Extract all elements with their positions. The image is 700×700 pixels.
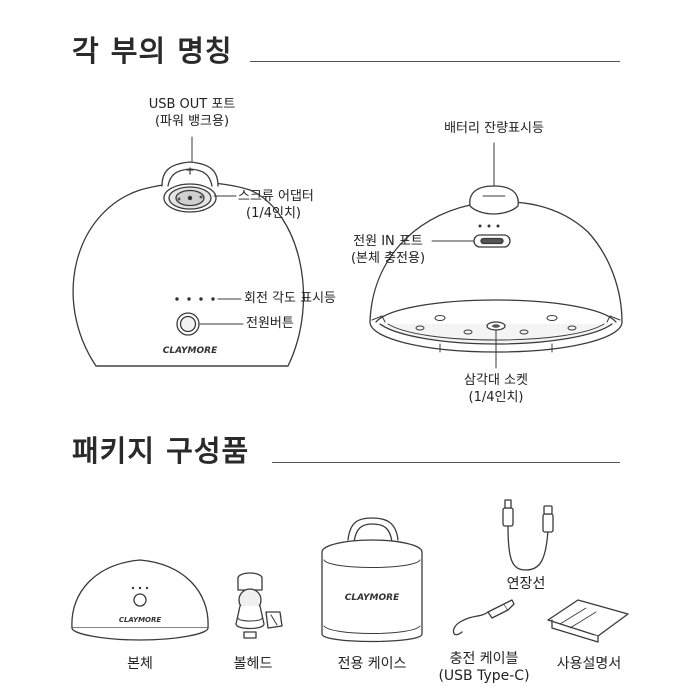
power-button-label: 전원버튼: [246, 316, 294, 331]
screw-adapter-label: 스크류 어댑터(1/4인치): [238, 189, 314, 221]
rotation-indicator-dots: [175, 297, 215, 301]
package-item-ballhead: 볼헤드: [233, 656, 273, 672]
usb-out-port-icon: [161, 161, 219, 187]
power-in-label: 전원 IN 포트(본체 충전용): [350, 234, 426, 266]
screw-adapter-icon: [163, 183, 217, 213]
package-section-title: 패키지 구성품: [72, 434, 250, 468]
tripod-socket-label: 삼각대 소켓(1/4인치): [464, 373, 528, 405]
parts-section-title: 각 부의 명칭: [72, 34, 233, 68]
package-item-extension-cable: 연장선: [506, 576, 546, 592]
tripod-socket-icon: [486, 321, 506, 331]
battery-indicator-icon: [469, 185, 519, 215]
brand-logo-case: CLAYMORE: [345, 593, 400, 603]
package-manual-illustration: [547, 599, 629, 643]
package-item-case: 전용 케이스: [337, 656, 407, 672]
package-item-charging-cable: 충전 케이블(USB Type-C): [438, 651, 530, 684]
rotation-indicator-label: 회전 각도 표시등: [244, 291, 336, 306]
package-case-illustration: [321, 517, 423, 643]
package-ballhead-illustration: [235, 572, 283, 639]
package-charging-cable-illustration: [452, 599, 515, 636]
power-in-port-icon: [473, 234, 511, 248]
package-item-manual: 사용설명서: [556, 656, 622, 672]
brand-logo-top: CLAYMORE: [163, 346, 218, 356]
package-title-rule: [272, 462, 620, 463]
parts-title-rule: [250, 61, 620, 62]
package-extension-cable-illustration: [502, 499, 554, 571]
brand-logo-body: CLAYMORE: [119, 616, 162, 624]
package-item-body: 본체: [127, 656, 153, 672]
package-body-illustration: [71, 559, 209, 641]
usb-out-label: USB OUT 포트(파워 뱅크용): [148, 97, 236, 129]
power-button-icon: [176, 312, 200, 336]
battery-indicator-label: 배터리 잔량표시등: [444, 121, 544, 136]
device-side-view: [369, 142, 623, 369]
device-top-view: [72, 136, 305, 367]
